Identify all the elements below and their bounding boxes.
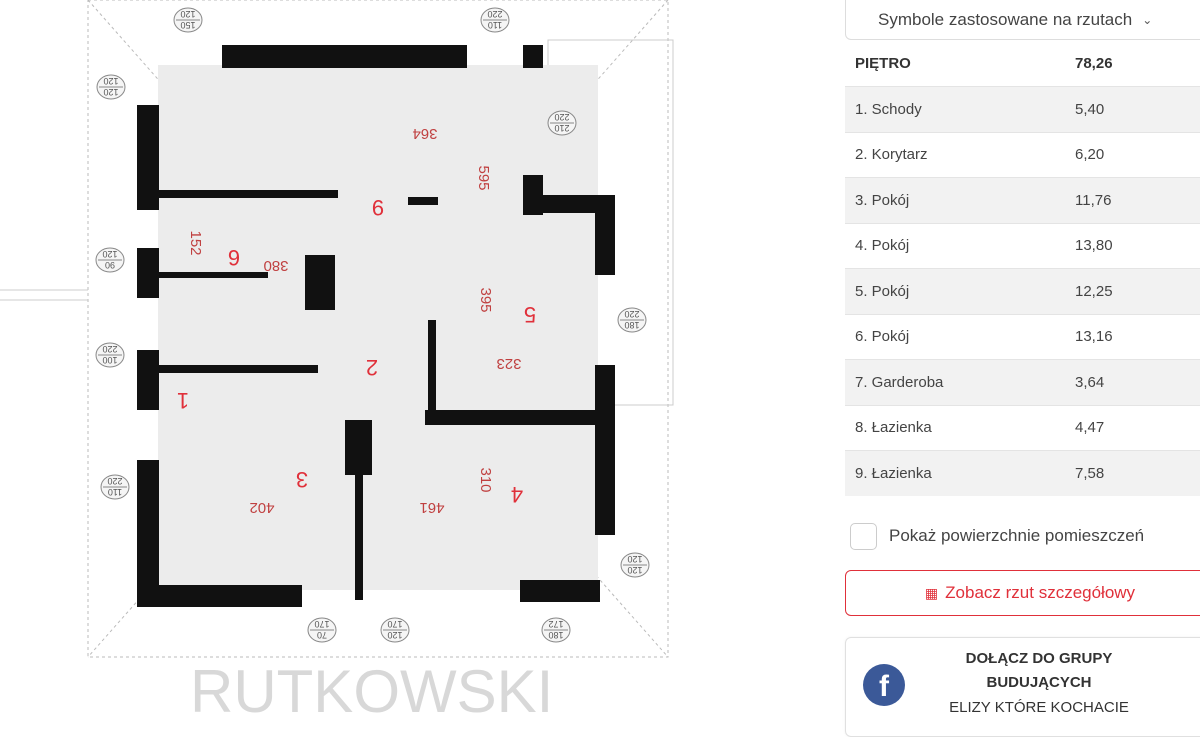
window-dimension: 180 — [624, 320, 639, 330]
dimension-label: 364 — [412, 125, 437, 142]
dimension-label: 595 — [475, 165, 492, 190]
window-dimension: 120 — [102, 249, 117, 259]
dimension-label: 402 — [249, 499, 274, 516]
window-dimension: 120 — [627, 565, 642, 575]
side-panel: Symbole zastosowane na rzutach ⌄ PIĘTRO 78… — [845, 0, 1200, 737]
table-header-row: PIĘTRO 78,26 — [845, 41, 1200, 87]
fb-line1: DOŁĄCZ DO GRUPY — [965, 650, 1113, 667]
room-name: 1. Schody — [845, 86, 1075, 132]
room-name: 4. Pokój — [845, 222, 1075, 269]
dropdown-label: Symbole zastosowane na rzutach — [878, 10, 1133, 29]
window-dimension: 120 — [103, 76, 118, 86]
facebook-icon: f — [863, 664, 905, 706]
fb-line2: BUDUJĄCYCH — [986, 674, 1092, 691]
window-dimension: 180 — [548, 630, 563, 640]
floor-label: PIĘTRO — [855, 55, 911, 72]
window-dimension: 90 — [105, 260, 115, 270]
window-dimension: 170 — [387, 619, 402, 629]
window-dimension: 220 — [487, 9, 502, 19]
window-dimension: 220 — [102, 344, 117, 354]
room-name: 6. Pokój — [845, 313, 1075, 360]
room-number: 2 — [366, 355, 378, 380]
room-name: 7. Garderoba — [845, 359, 1075, 405]
window-dimension: 150 — [180, 20, 195, 30]
dimension-label: 323 — [496, 355, 521, 372]
room-number: 3 — [296, 467, 308, 492]
room-name: 8. Łazienka — [845, 404, 1075, 451]
window-dimension: 220 — [554, 112, 569, 122]
dimension-label: 461 — [419, 499, 444, 516]
room-number: 5 — [524, 302, 536, 327]
chevron-down-icon: ⌄ — [1142, 13, 1153, 27]
room-number: 9 — [372, 195, 384, 220]
room-area: 3,64 — [1075, 359, 1200, 405]
show-areas-label[interactable]: Pokaż powierzchnie pomieszczeń — [889, 526, 1145, 545]
room-name: 2. Korytarz — [845, 131, 1075, 178]
room-name: 5. Pokój — [845, 268, 1075, 314]
room-area: 12,25 — [1075, 268, 1200, 314]
window-dimension: 110 — [108, 487, 122, 497]
room-name: 3. Pokój — [845, 177, 1075, 223]
room-number: 1 — [177, 388, 189, 413]
window-dimension: 110 — [488, 20, 502, 30]
symbols-dropdown[interactable]: Symbole zastosowane na rzutach ⌄ — [845, 0, 1200, 40]
window-dimension: 220 — [624, 309, 639, 319]
facebook-group-card[interactable]: f DOŁĄCZ DO GRUPY BUDUJĄCYCH ELIZY KTÓRE… — [845, 637, 1200, 737]
room-area: 13,80 — [1075, 222, 1200, 269]
dimension-label: 310 — [477, 467, 494, 492]
window-dimension: 120 — [387, 630, 402, 640]
window-dimension: 100 — [102, 355, 117, 365]
window-dimension: 120 — [627, 554, 642, 564]
dimension-label: 395 — [477, 287, 494, 312]
room-area: 6,20 — [1075, 131, 1200, 178]
watermark: RUTKOWSKI — [190, 658, 553, 723]
room-name: 9. Łazienka — [845, 450, 1075, 496]
detailed-plan-button[interactable]: ▦ Zobacz rzut szczegółowy — [845, 570, 1200, 616]
floor-plan-icon: ▦ — [924, 584, 939, 601]
window-dimension: 220 — [107, 476, 122, 486]
room-area: 7,58 — [1075, 450, 1200, 496]
room-area: 5,40 — [1075, 86, 1200, 132]
window-dimension: 120 — [180, 9, 195, 19]
show-areas-checkbox[interactable] — [850, 523, 877, 550]
window-dimension: 120 — [103, 87, 118, 97]
dimension-label: 380 — [263, 257, 288, 274]
window-dimension: 210 — [554, 123, 569, 133]
window-dimension: 170 — [314, 619, 329, 629]
room-area: 4,47 — [1075, 404, 1200, 451]
window-dimension: 70 — [317, 630, 327, 640]
room-area: 13,16 — [1075, 313, 1200, 360]
room-area: 11,76 — [1075, 177, 1200, 223]
room-number: 6 — [228, 245, 240, 270]
floor-total: 78,26 — [1075, 55, 1113, 72]
detailed-plan-label: Zobacz rzut szczegółowy — [945, 583, 1136, 602]
window-dimension: 172 — [548, 619, 563, 629]
room-number: 4 — [511, 482, 523, 507]
fb-line3: ELIZY KTÓRE KOCHACIE — [949, 699, 1129, 716]
dimension-label: 152 — [187, 230, 204, 255]
